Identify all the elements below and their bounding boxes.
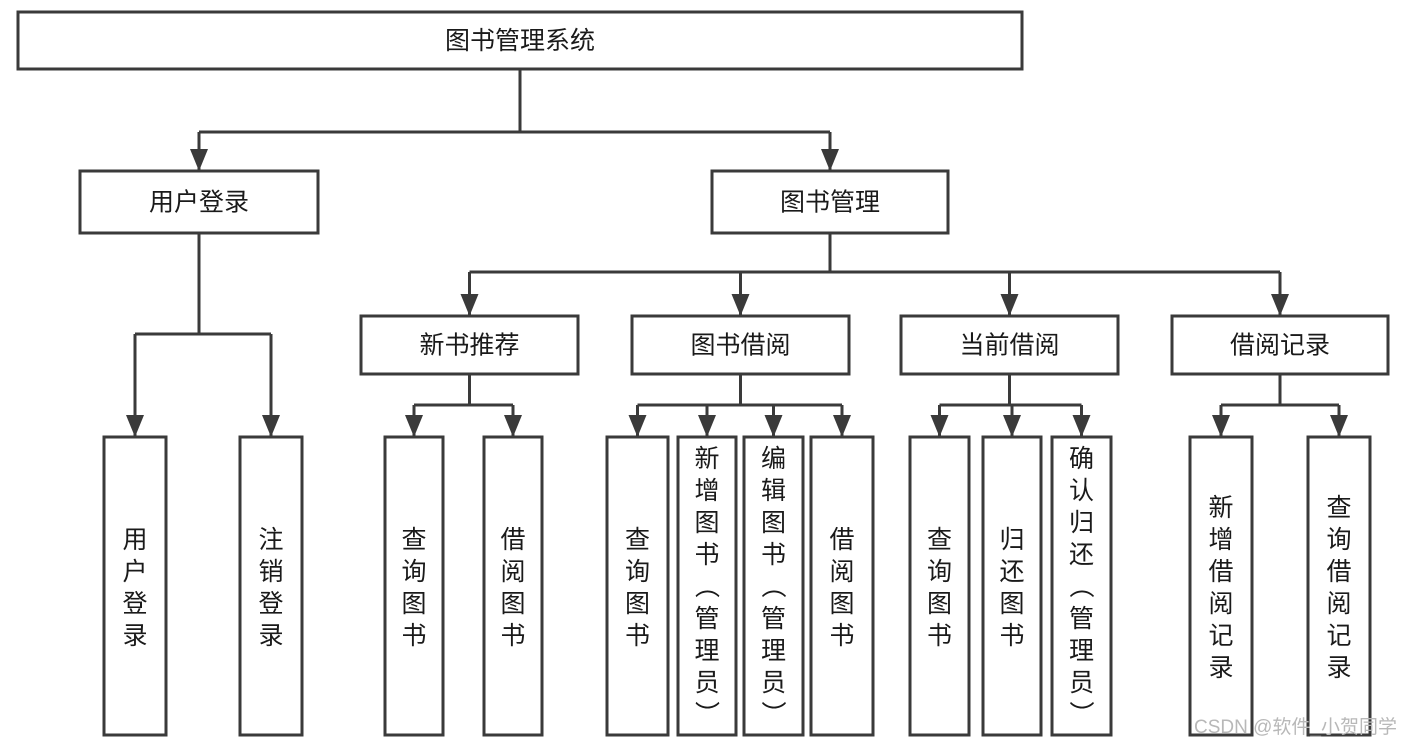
node-label: 新增图书（管理员） (694, 445, 720, 729)
node-label: 图书借阅 (690, 332, 790, 360)
node-label: 用户登录 (122, 526, 147, 650)
arrow-head-icon (126, 415, 144, 437)
arrow-head-icon (190, 149, 208, 171)
node-label: 借阅记录 (1230, 332, 1330, 360)
arrow-head-icon (1271, 294, 1289, 316)
node-box[interactable] (482, 435, 544, 737)
node-n-user-login[interactable]: 用户登录 (78, 169, 320, 235)
node-box[interactable] (1188, 435, 1254, 737)
node-l-bb-query[interactable]: 查询图书 (605, 435, 670, 737)
node-label: 查询图书 (401, 526, 426, 650)
node-n-new-rec[interactable]: 新书推荐 (359, 314, 580, 376)
node-label: 图书管理 (780, 189, 880, 217)
node-l-nr-query[interactable]: 查询图书 (383, 435, 445, 737)
node-n-current[interactable]: 当前借阅 (899, 314, 1120, 376)
node-label: 查询图书 (625, 526, 650, 650)
node-box[interactable] (238, 435, 304, 737)
node-n-borrow[interactable]: 图书借阅 (630, 314, 851, 376)
node-l-cb-query[interactable]: 查询图书 (908, 435, 971, 737)
node-box[interactable] (16, 10, 1024, 71)
node-l-cb-return[interactable]: 归还图书 (981, 435, 1043, 737)
node-box[interactable] (676, 435, 738, 737)
node-label: 借阅图书 (829, 526, 854, 650)
node-box[interactable] (710, 169, 950, 235)
node-label: 归还图书 (999, 526, 1024, 650)
node-box[interactable] (1170, 314, 1390, 376)
node-box[interactable] (809, 435, 875, 737)
node-label: 新书推荐 (419, 332, 519, 360)
node-label: 借阅图书 (500, 526, 525, 650)
edges-layer (126, 69, 1348, 437)
node-l-rec-add[interactable]: 新增借阅记录 (1188, 435, 1254, 737)
node-box[interactable] (1050, 435, 1113, 737)
arrow-head-icon (1212, 415, 1230, 437)
node-l-user-login[interactable]: 用户登录 (102, 435, 168, 737)
node-label: 用户登录 (149, 189, 249, 217)
node-l-bb-add[interactable]: 新增图书（管理员） (676, 435, 738, 737)
arrow-head-icon (504, 415, 522, 437)
node-box[interactable] (605, 435, 670, 737)
node-root[interactable]: 图书管理系统 (16, 10, 1024, 71)
node-l-bb-lend[interactable]: 借阅图书 (809, 435, 875, 737)
node-l-nr-borrow[interactable]: 借阅图书 (482, 435, 544, 737)
node-box[interactable] (359, 314, 580, 376)
arrow-head-icon (821, 149, 839, 171)
nodes-layer: 图书管理系统用户登录图书管理新书推荐图书借阅当前借阅借阅记录用户登录注销登录查询… (16, 10, 1390, 737)
node-label: 图书管理系统 (445, 27, 595, 55)
arrow-head-icon (262, 415, 280, 437)
node-n-book-mgmt[interactable]: 图书管理 (710, 169, 950, 235)
arrow-head-icon (628, 415, 647, 437)
node-l-user-logout[interactable]: 注销登录 (238, 435, 304, 737)
arrow-head-icon (731, 294, 750, 316)
node-box[interactable] (908, 435, 971, 737)
node-label: 编辑图书（管理员） (761, 445, 787, 729)
arrow-head-icon (1330, 415, 1348, 437)
node-label: 新增借阅记录 (1208, 494, 1233, 682)
node-n-record[interactable]: 借阅记录 (1170, 314, 1390, 376)
node-box[interactable] (899, 314, 1120, 376)
arrow-head-icon (930, 415, 949, 437)
arrow-head-icon (1000, 294, 1019, 316)
node-box[interactable] (1306, 435, 1372, 737)
node-box[interactable] (630, 314, 851, 376)
node-label: 查询图书 (927, 526, 952, 650)
node-box[interactable] (383, 435, 445, 737)
arrow-head-icon (833, 415, 851, 437)
node-box[interactable] (981, 435, 1043, 737)
arrow-head-icon (764, 415, 783, 437)
arrow-head-icon (1072, 415, 1091, 437)
arrow-head-icon (405, 415, 423, 437)
arrow-head-icon (1003, 415, 1021, 437)
node-box[interactable] (78, 169, 320, 235)
arrow-head-icon (698, 415, 716, 437)
node-box[interactable] (102, 435, 168, 737)
arrow-head-icon (460, 294, 479, 316)
node-l-cb-confirm[interactable]: 确认归还（管理员） (1050, 435, 1113, 737)
node-label: 注销登录 (258, 526, 283, 650)
node-label: 确认归还（管理员） (1069, 445, 1095, 729)
node-label: 查询借阅记录 (1326, 494, 1351, 682)
node-box[interactable] (742, 435, 805, 737)
node-label: 当前借阅 (959, 332, 1059, 360)
node-l-rec-query[interactable]: 查询借阅记录 (1306, 435, 1372, 737)
node-l-bb-edit[interactable]: 编辑图书（管理员） (742, 435, 805, 737)
